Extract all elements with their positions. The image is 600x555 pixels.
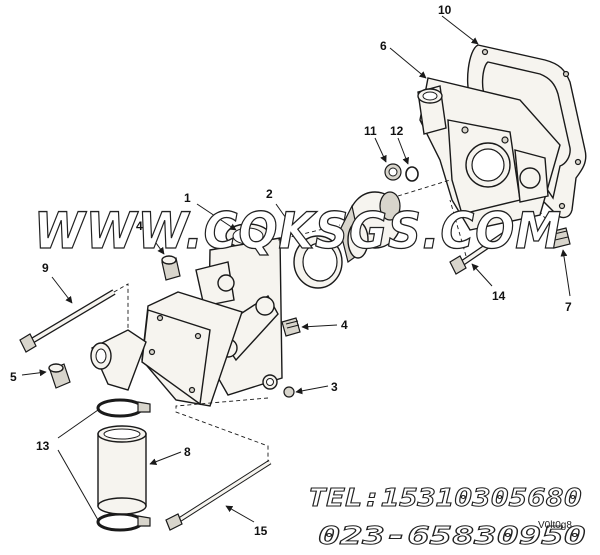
contact-phone: 023-65830950 (318, 521, 586, 550)
callout-12: 12 (390, 124, 404, 138)
callout-4-upper: 4 (136, 219, 143, 233)
elbow-outlet (90, 329, 147, 391)
screw-part-3 (283, 386, 295, 398)
callout-9: 9 (42, 261, 49, 275)
callout-14: 14 (492, 289, 506, 303)
plug-part-4-upper (161, 255, 181, 281)
callout-8: 8 (184, 445, 191, 459)
callout-13: 13 (36, 439, 50, 453)
callout-7: 7 (565, 300, 572, 314)
thermostat-element (339, 191, 402, 264)
callout-3: 3 (331, 380, 338, 394)
callout-15: 15 (254, 524, 268, 538)
bolt-part-9 (19, 289, 116, 353)
clamp-part-13-upper (96, 398, 151, 418)
tube-part-15 (165, 459, 272, 531)
hose-part-8 (97, 425, 147, 515)
plug-part-11 (384, 163, 402, 181)
callout-4-lower: 4 (341, 318, 348, 332)
thermostat-housing-part-6 (417, 77, 561, 231)
figure-code: V0lt0g8 (538, 520, 572, 531)
watermark-text: WWW.CQKSGS.COM (34, 202, 562, 260)
seal-part-2 (293, 235, 343, 289)
callout-5: 5 (10, 370, 17, 384)
clamp-part-13-lower (96, 512, 151, 532)
fitting-part-4-lower (281, 317, 301, 337)
callout-10: 10 (438, 3, 452, 17)
leader-lines (21, 15, 571, 523)
callout-11: 11 (364, 124, 377, 138)
bolt-part-14 (449, 229, 510, 275)
assembly-dash-lines (113, 179, 556, 462)
contact-tel: TEL:15310305680 (308, 483, 582, 512)
plug-part-7 (549, 227, 571, 249)
callout-2: 2 (266, 187, 273, 201)
cooler-core (141, 291, 243, 407)
callout-labels: 1 2 3 4 4 5 6 7 8 9 10 11 12 13 14 15 (10, 3, 572, 538)
o-ring-part-12 (405, 166, 419, 182)
plug-part-5 (48, 363, 71, 389)
callout-6: 6 (380, 39, 387, 53)
callout-1: 1 (184, 191, 191, 205)
